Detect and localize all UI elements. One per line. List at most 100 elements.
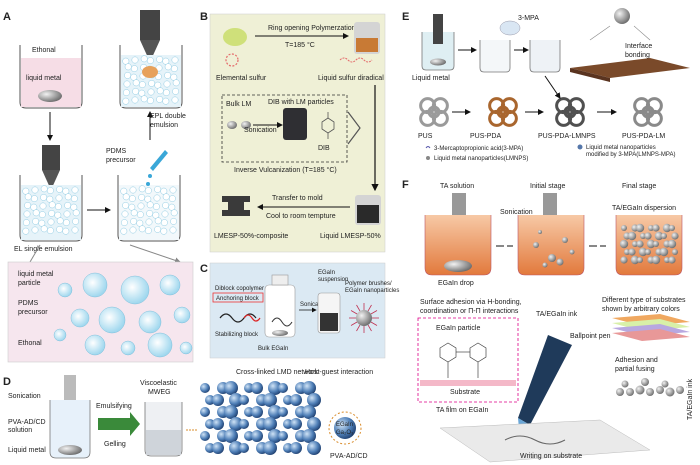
emulsion-bubble [39, 202, 47, 210]
zoom-line-left [29, 244, 41, 263]
lm-drop-2 [241, 121, 251, 129]
beaker-lmnps [479, 40, 511, 73]
egain-particle [621, 225, 627, 231]
substrate-stack [612, 314, 690, 341]
lm-droplet [229, 417, 243, 431]
emulsion-bubble [136, 211, 144, 219]
label-sonicate: Sonicate [300, 302, 324, 308]
zoom-line-right [129, 244, 181, 264]
egain-particle [668, 256, 676, 264]
emulsion-droplet [173, 306, 191, 324]
label-bulk-egain: Bulk EGaIn [258, 346, 288, 352]
panel-e: E Liquid metal 3-MPA Interface bonding P… [402, 8, 690, 162]
label-inverse-vulc: Inverse Vulcanization (T=185 °C) [234, 166, 337, 174]
polymer-brush [370, 310, 378, 315]
panel-d-letter: D [3, 376, 11, 388]
legend-mpa-icon [425, 146, 431, 149]
emulsion-bubble [122, 89, 130, 97]
emulsion-bubble [162, 193, 170, 201]
fused-particle [676, 386, 684, 394]
lm-droplet [263, 417, 277, 431]
lm-droplet [224, 405, 238, 419]
egain-particle [548, 254, 556, 262]
emulsion-bubble [154, 185, 162, 193]
label-pus-pda-lmnps: PUS-PDA-LMNPS [538, 133, 596, 140]
emulsion-bubble [72, 217, 80, 225]
egain-particle [644, 232, 652, 240]
egain-particle [624, 249, 630, 255]
lm-droplet [302, 405, 316, 419]
lm-droplet [283, 419, 293, 429]
egain-particle [638, 247, 648, 257]
emulsion-bubble [156, 55, 164, 63]
label-egain-susp: EGaIn [318, 270, 335, 276]
egain-particle [628, 248, 636, 256]
lm-droplet [239, 395, 249, 405]
emulsion-bubble [168, 195, 176, 203]
label-sonication-d: Sonication [8, 393, 41, 400]
emulsion-bubble [172, 79, 180, 87]
emulsion-bubble [124, 71, 132, 79]
lm-droplet [283, 395, 293, 405]
beaker-pdms [117, 150, 181, 242]
polymer-brush [350, 321, 358, 326]
emulsion-bubble [138, 81, 146, 89]
legend-lmnps-mpa-icon [577, 144, 583, 150]
egain-particle [632, 241, 638, 247]
label-egain-drop: EGaIn drop [438, 280, 474, 287]
label-substrates-1: Different type of substrates [602, 297, 686, 304]
label-epl-double: EPL double [150, 113, 186, 120]
egain-particle [671, 232, 679, 240]
fused-particle [661, 380, 669, 388]
label-egain-d: EGaIn [336, 422, 353, 428]
sponge-cell [496, 105, 510, 119]
emulsion-bubble [71, 226, 79, 234]
lm-droplet [205, 443, 215, 453]
emulsion-bubble [138, 193, 146, 201]
emulsion-droplet [84, 334, 106, 356]
emulsion-bubble [131, 96, 139, 104]
label-lm-particle: liquid metal [18, 271, 54, 278]
emulsion-bubble [163, 80, 171, 88]
label-pus-pda: PUS-PDA [470, 133, 501, 140]
emulsion-bubble [32, 217, 40, 225]
egain-particle [654, 231, 664, 241]
sponge-cell [641, 105, 655, 119]
emulsion-bubble [121, 210, 129, 218]
lm-droplet [302, 381, 316, 395]
egain-particle [556, 258, 564, 266]
emulsion-bubble [140, 95, 148, 103]
lm-droplet [200, 431, 210, 441]
lm-droplet [200, 407, 210, 417]
emulsion-droplet [82, 272, 108, 298]
sulfur-ring-icon [225, 53, 239, 67]
emulsion-bubble [130, 209, 138, 217]
fused-particle [656, 386, 664, 394]
lm-droplet [251, 406, 263, 418]
sponge-row [419, 97, 663, 127]
sulfur-powder [223, 28, 247, 46]
emulsion-bubble [40, 185, 48, 193]
egain-particle [562, 237, 568, 243]
emulsion-bubble [146, 57, 154, 65]
label-epl-emulsion: emulsion [150, 122, 178, 129]
lm-droplet [205, 395, 215, 405]
ta-molecule-icon [439, 342, 487, 378]
emulsion-bubble [30, 195, 38, 203]
label-liquid-lmesp: Liquid LMESP-50% [320, 233, 381, 240]
label-rop: Ring opening Polymerzation [268, 25, 356, 32]
lmnp-mpa-sphere [614, 8, 630, 24]
emulsion-bubble [56, 225, 64, 233]
egain-particle [637, 257, 643, 263]
emulsion-droplet [120, 275, 150, 305]
label-adhesion-1: Surface adhesion via H-bonding, [420, 299, 522, 306]
emulsion-bubble [153, 194, 161, 202]
beaker-el-emulsion [19, 145, 83, 242]
label-cool: Cool to room tempture [266, 213, 336, 220]
liquid-metal-droplet [38, 90, 62, 102]
chevron-right-icon [347, 111, 361, 145]
egain-particle [653, 241, 659, 247]
emulsion-bubble [62, 227, 70, 235]
emulsion-bubble [122, 201, 130, 209]
lm-droplet [290, 394, 302, 406]
